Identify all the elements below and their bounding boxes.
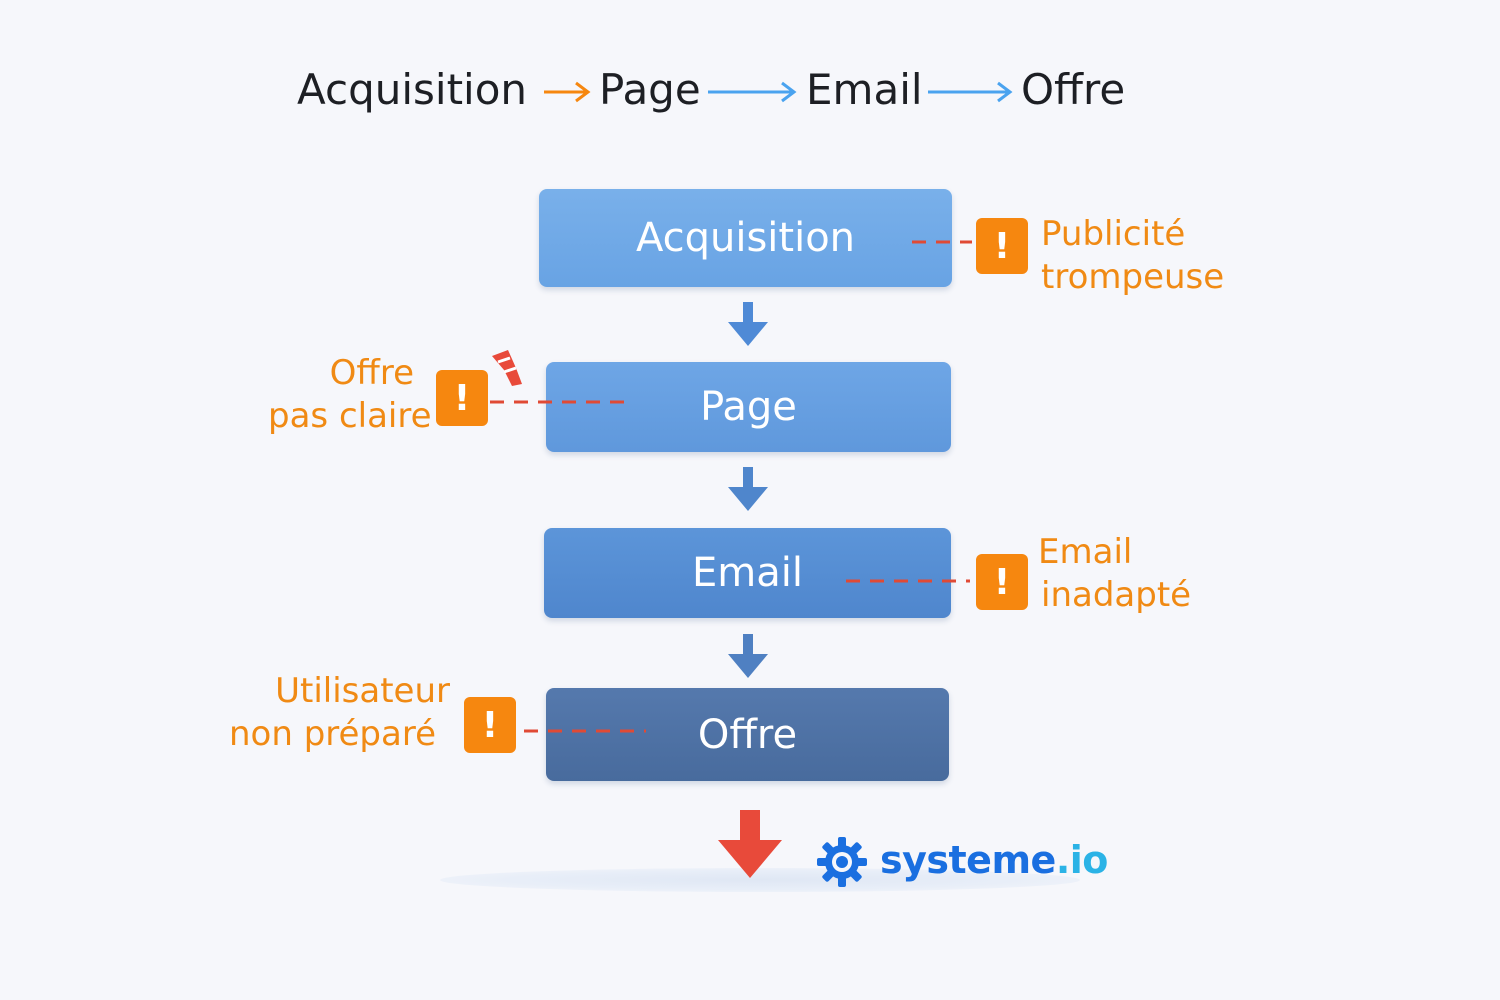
arrow-down-icon bbox=[728, 467, 768, 511]
brand-gear-icon bbox=[817, 837, 867, 887]
stage-label: Page bbox=[700, 384, 797, 430]
warning-exclamation-icon: ! bbox=[436, 370, 488, 426]
stage-offre: Offre bbox=[546, 688, 949, 781]
arrow-down-icon bbox=[728, 302, 768, 346]
header-arrow-2-icon bbox=[708, 81, 797, 103]
stage-email: Email bbox=[544, 528, 951, 618]
issue-email: Email inadapté bbox=[1038, 531, 1191, 617]
issue-line: non préparé bbox=[228, 714, 436, 754]
issue-acquisition: Publicité trompeuse bbox=[1041, 213, 1224, 299]
header-step-email: Email bbox=[806, 65, 923, 114]
header-step-offre: Offre bbox=[1021, 65, 1126, 114]
issue-offre: Utilisateur non préparé bbox=[228, 670, 450, 756]
warning-exclamation-icon: ! bbox=[976, 218, 1028, 274]
issue-line: Offre bbox=[329, 353, 414, 393]
brand-tld: .io bbox=[1055, 838, 1109, 882]
stage-acquisition: Acquisition bbox=[539, 189, 952, 287]
issue-line: trompeuse bbox=[1041, 257, 1225, 297]
ground-shadow bbox=[440, 868, 1080, 892]
tear-mark-icon bbox=[492, 350, 522, 386]
stage-label: Acquisition bbox=[635, 215, 856, 261]
header-arrow-1-icon bbox=[544, 81, 591, 103]
issue-page: Offre pas claire bbox=[268, 352, 432, 438]
arrow-down-icon bbox=[728, 634, 768, 678]
issue-line: pas claire bbox=[268, 396, 432, 436]
warning-exclamation-icon: ! bbox=[976, 554, 1028, 610]
warning-exclamation-icon: ! bbox=[464, 697, 516, 753]
issue-line: Publicité bbox=[1041, 214, 1186, 254]
header-step-page: Page bbox=[599, 65, 701, 114]
issue-line: Utilisateur bbox=[275, 671, 450, 711]
brand-logo: systeme.io bbox=[880, 838, 1108, 882]
stage-label: Email bbox=[692, 550, 803, 596]
drop-arrow-down-icon bbox=[718, 810, 782, 878]
issue-line: inadapté bbox=[1041, 575, 1192, 615]
brand-name: systeme bbox=[880, 838, 1056, 882]
header-arrow-3-icon bbox=[928, 81, 1013, 103]
header-step-acquisition: Acquisition bbox=[297, 65, 528, 114]
stage-page: Page bbox=[546, 362, 951, 452]
issue-line: Email bbox=[1038, 532, 1133, 572]
stage-label: Offre bbox=[697, 711, 798, 758]
